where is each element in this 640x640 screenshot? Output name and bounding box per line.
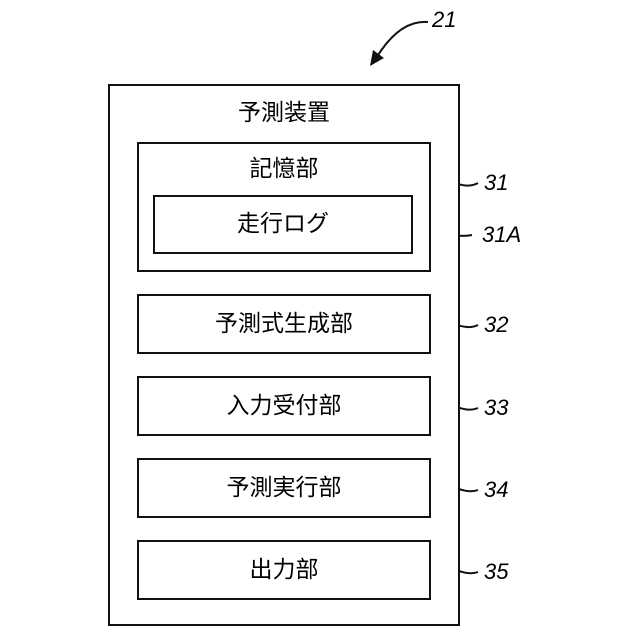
- memory-title: 記憶部: [139, 158, 429, 181]
- output-unit-box: 出力部: [137, 540, 431, 600]
- ref-numeral-31a: 31A: [482, 224, 521, 246]
- unit-label: 出力部: [250, 559, 319, 582]
- prediction-execution-box: 予測実行部: [137, 458, 431, 518]
- arrowhead: [370, 50, 384, 66]
- unit-label: 予測式生成部: [215, 313, 353, 336]
- ref-numeral-34: 34: [484, 479, 508, 501]
- unit-label: 予測実行部: [227, 477, 342, 500]
- ref-numeral-31: 31: [484, 172, 508, 194]
- ref-numeral-32: 32: [484, 314, 508, 336]
- ref-numeral-35: 35: [484, 561, 508, 583]
- device-title: 予測装置: [110, 102, 458, 125]
- device-pointer-arrow: [375, 22, 428, 60]
- ref-numeral-33: 33: [484, 397, 508, 419]
- input-reception-box: 入力受付部: [137, 376, 431, 436]
- travel-log-box: 走行ログ: [153, 195, 413, 254]
- prediction-formula-generation-box: 予測式生成部: [137, 294, 431, 354]
- unit-label: 入力受付部: [227, 395, 342, 418]
- travel-log-label: 走行ログ: [237, 213, 329, 236]
- ref-numeral-21: 21: [432, 9, 456, 31]
